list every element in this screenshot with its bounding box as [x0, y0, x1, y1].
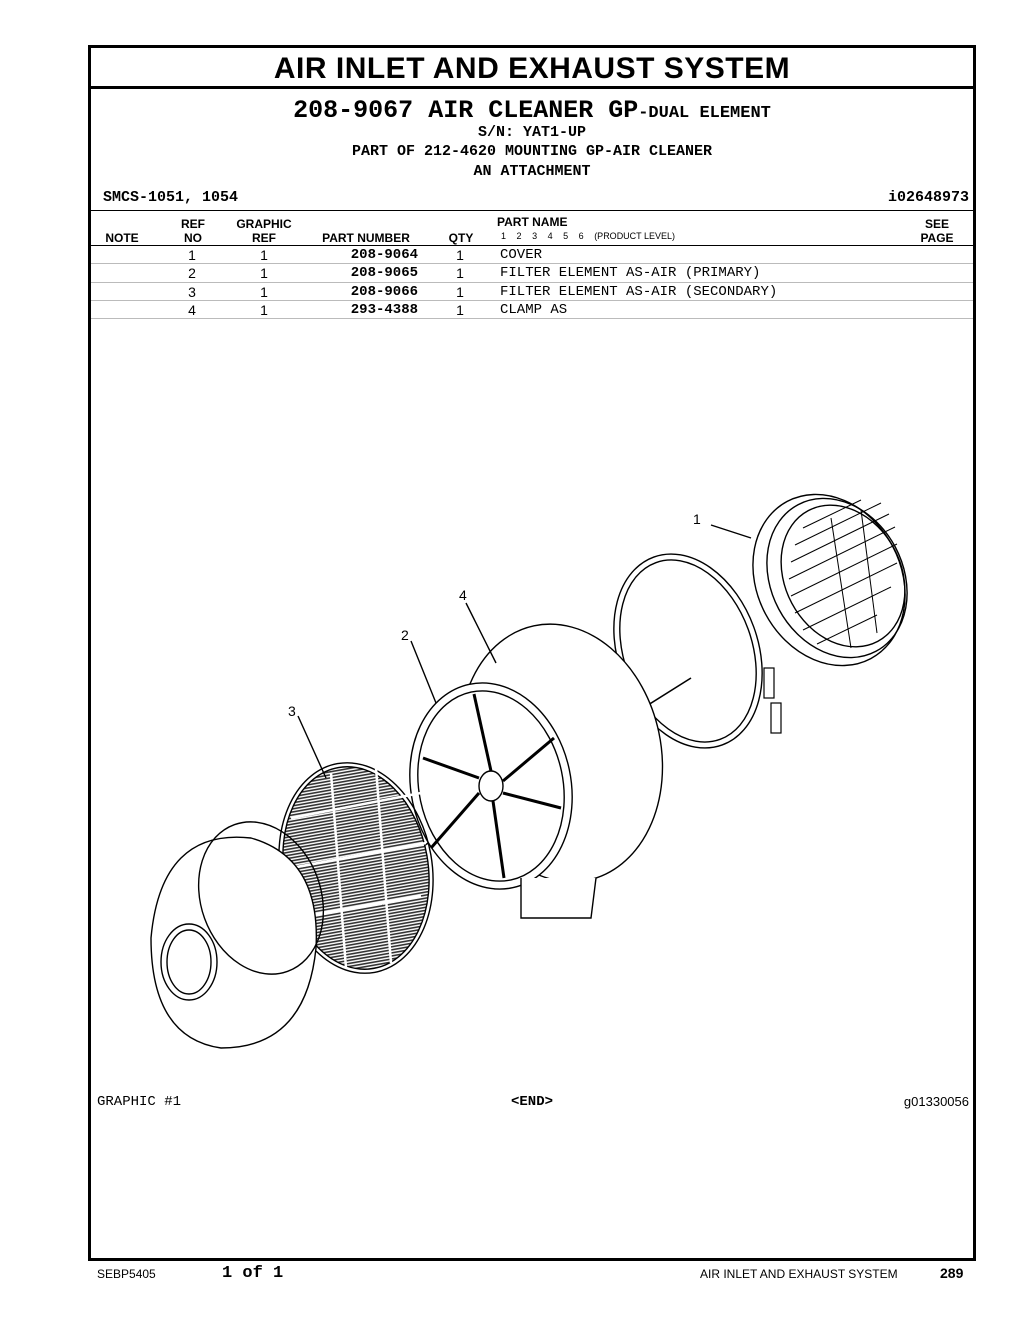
col-ref: REF [181, 217, 205, 231]
product-level-label: (PRODUCT LEVEL) [594, 231, 676, 241]
col-see: SEE [924, 217, 949, 231]
table-row: 4 1 293-4388 1 CLAMP AS [91, 301, 973, 319]
pagination: 1 of 1 [222, 1264, 284, 1283]
smcs-code: SMCS-1051, 1054 [103, 189, 239, 206]
product-level: 4 [547, 231, 553, 241]
serial-number: S/N: YAT1-UP [477, 124, 587, 141]
col-no: NO [184, 231, 202, 245]
callout-label: 3 [288, 703, 296, 719]
table-row: 1 1 208-9064 1 COVER [91, 246, 973, 264]
primary-filter-part [409, 623, 664, 919]
exploded-view-illustration: 1 2 3 4 [150, 493, 908, 1049]
col-note: NOTE [105, 231, 139, 245]
part-number: 208-9066 [350, 284, 418, 300]
product-level: 5 [563, 231, 569, 241]
col-part-number: PART NUMBER [322, 231, 410, 245]
row-divider [91, 318, 973, 319]
part-name: CLAMP AS [500, 302, 568, 318]
group-name: AIR CLEANER GP [428, 96, 639, 125]
section-title: AIR INLET AND EXHAUST SYSTEM [91, 48, 973, 89]
quantity: 1 [456, 247, 464, 263]
table-row: 2 1 208-9065 1 FILTER ELEMENT AS-AIR (PR… [91, 264, 973, 282]
part-number: 208-9064 [350, 247, 418, 263]
part-name: FILTER ELEMENT AS-AIR (PRIMARY) [500, 265, 761, 281]
col-qty: QTY [448, 231, 474, 245]
callout-label: 1 [693, 511, 701, 527]
part-name: FILTER ELEMENT AS-AIR (SECONDARY) [500, 284, 778, 300]
row-divider [91, 300, 973, 301]
product-level: 6 [578, 231, 584, 241]
page-frame: AIR INLET AND EXHAUST SYSTEM 208-9067 AI… [88, 45, 976, 1261]
part-name: COVER [500, 247, 543, 263]
row-divider [91, 282, 973, 283]
graphic-ref: 1 [260, 284, 268, 300]
ref-no: 3 [188, 284, 196, 300]
header-bottom-rule [91, 245, 973, 246]
quantity: 1 [456, 302, 464, 318]
doc-number: SEBP5405 [97, 1267, 156, 1281]
cover-part [752, 493, 908, 667]
col-part-name: PART NAME [497, 215, 568, 229]
product-levels: 1 2 3 4 5 6 (PRODUCT LEVEL) [501, 231, 683, 241]
graphic-ref: 1 [260, 247, 268, 263]
end-marker: <END> [510, 1094, 553, 1110]
product-level: 2 [516, 231, 522, 241]
part-of-line: PART OF 212-4620 MOUNTING GP-AIR CLEANER [351, 143, 713, 160]
secondary-filter-part [278, 762, 434, 974]
document-id: i02648973 [887, 189, 969, 206]
product-level: 3 [532, 231, 538, 241]
product-level: 1 [501, 231, 507, 241]
graphic-ref: 1 [260, 302, 268, 318]
table-row: 3 1 208-9066 1 FILTER ELEMENT AS-AIR (SE… [91, 283, 973, 301]
ref-no: 1 [188, 247, 196, 263]
col-graphic: GRAPHIC [236, 217, 292, 231]
footer-section: AIR INLET AND EXHAUST SYSTEM [700, 1267, 898, 1281]
group-suffix: -DUAL ELEMENT [638, 104, 771, 123]
col-page: PAGE [920, 231, 954, 245]
housing-end-part [150, 821, 325, 1049]
graphic-label: GRAPHIC #1 [97, 1094, 182, 1110]
row-divider [91, 263, 973, 264]
graphic-ref: 1 [260, 265, 268, 281]
group-title: 208-9067 AIR CLEANER GP-DUAL ELEMENT [91, 96, 973, 125]
part-number: 293-4388 [350, 302, 418, 318]
col-graphic-ref: REF [252, 231, 276, 245]
quantity: 1 [456, 284, 464, 300]
group-number: 208-9067 [293, 96, 414, 125]
ref-no: 4 [188, 302, 196, 318]
page-number: 289 [940, 1265, 964, 1281]
quantity: 1 [456, 265, 464, 281]
ref-no: 2 [188, 265, 196, 281]
attachment-line: AN ATTACHMENT [473, 163, 591, 180]
part-number: 208-9065 [350, 265, 418, 281]
graphic-id: g01330056 [903, 1094, 969, 1109]
callout-label: 4 [459, 587, 467, 603]
callout-label: 2 [401, 627, 409, 643]
table-top-rule [91, 210, 973, 211]
